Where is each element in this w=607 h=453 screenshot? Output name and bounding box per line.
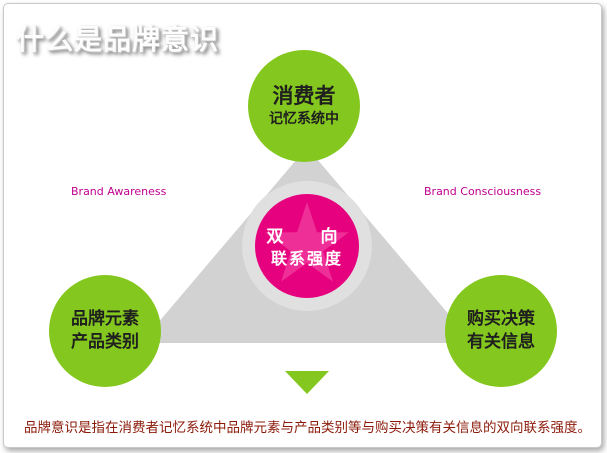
footer-text: 品牌意识是指在消费者记忆系统中品牌元素与产品类别等与购买决策有关信息的双向联系强…	[24, 420, 591, 436]
label-brand-awareness: Brand Awareness	[71, 185, 167, 198]
node-purchase-decision-line1: 购买决策	[467, 309, 535, 330]
slide-canvas: 什么是品牌意识 消费者 记忆系统中 品牌元素 产品类别 购买决策 有关信息	[3, 3, 602, 448]
node-consumer: 消费者 记忆系统中	[248, 50, 360, 162]
page-title: 什么是品牌意识	[16, 23, 220, 56]
star-icon	[265, 202, 349, 282]
node-purchase-decision: 购买决策 有关信息	[445, 275, 557, 387]
node-brand-elements: 品牌元素 产品类别	[49, 275, 161, 387]
diagram-shapes	[149, 151, 465, 394]
node-consumer-line1: 消费者	[272, 84, 336, 109]
node-brand-elements-line2: 产品类别	[71, 332, 139, 352]
node-consumer-line2: 记忆系统中	[269, 110, 339, 127]
center-line2: 联系强度	[270, 249, 343, 269]
node-brand-elements-line1: 品牌元素	[71, 309, 139, 330]
down-arrow-icon	[285, 371, 329, 394]
node-purchase-decision-line2: 有关信息	[467, 332, 535, 352]
center-line1: 双 向	[266, 227, 348, 247]
label-brand-consciousness: Brand Consciousness	[424, 185, 542, 198]
node-center-text: 双 向 联系强度	[250, 226, 364, 270]
